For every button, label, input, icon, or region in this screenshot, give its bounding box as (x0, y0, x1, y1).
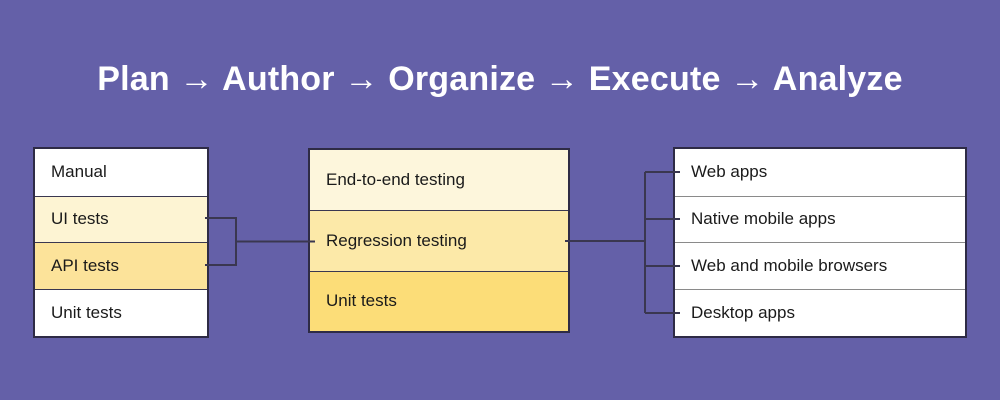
list-item[interactable]: Unit tests (35, 289, 207, 336)
list-item[interactable]: API tests (35, 242, 207, 290)
list-item[interactable]: Web apps (675, 149, 965, 196)
list-item[interactable]: End-to-end testing (310, 150, 568, 211)
list-item[interactable]: Regression testing (310, 210, 568, 271)
group-platforms: Web apps Native mobile apps Web and mobi… (673, 147, 967, 338)
list-item[interactable]: Desktop apps (675, 289, 965, 336)
list-item[interactable]: Native mobile apps (675, 195, 965, 243)
connector-levels-to-platforms (565, 171, 680, 314)
page-title: Plan → Author → Organize → Execute → Ana… (97, 60, 903, 98)
list-item[interactable]: UI tests (35, 195, 207, 243)
list-item[interactable]: Web and mobile browsers (675, 242, 965, 290)
list-item[interactable]: Manual (35, 149, 207, 196)
connector-test-types-to-levels (205, 217, 315, 266)
group-test-types: Manual UI tests API tests Unit tests (33, 147, 209, 338)
list-item[interactable]: Unit tests (310, 270, 568, 331)
group-test-levels: End-to-end testing Regression testing Un… (308, 148, 570, 333)
